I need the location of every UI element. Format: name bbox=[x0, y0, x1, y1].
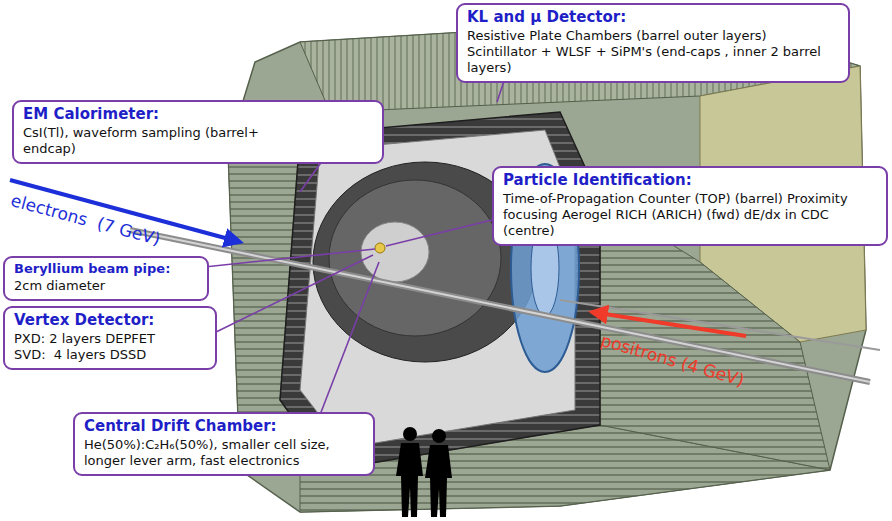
callout-heading: EM Calorimeter: bbox=[23, 105, 373, 125]
person-silhouette bbox=[403, 427, 417, 441]
callout-heading: Vertex Detector: bbox=[14, 311, 206, 331]
leader-line bbox=[386, 218, 500, 246]
callout-body: SVD: 4 layers DSSD bbox=[14, 347, 206, 363]
beam-label: electrons (7 GeV) bbox=[9, 190, 163, 250]
person-silhouette bbox=[396, 427, 452, 517]
callout-body: He(50%):C₂H₆(50%), smaller cell size, lo… bbox=[84, 437, 364, 470]
callout-heading: Beryllium beam pipe: bbox=[14, 261, 198, 278]
leader-line bbox=[318, 262, 379, 420]
leader-line bbox=[210, 255, 373, 335]
callout-body: Time-of-Propagation Counter (TOP) (barre… bbox=[503, 191, 877, 240]
callout-heading: Particle Identification: bbox=[503, 171, 877, 191]
leader-line bbox=[195, 249, 375, 268]
callout-box: Central Drift Chamber:He(50%):C₂H₆(50%),… bbox=[73, 412, 375, 476]
callout-body: CsI(Tl), waveform sampling (barrel+ endc… bbox=[23, 125, 263, 158]
beam-pipe bbox=[130, 230, 870, 382]
callout-body: Resistive Plate Chambers (barrel outer l… bbox=[467, 28, 827, 77]
beam-label: positrons (4 GeV) bbox=[598, 330, 746, 390]
callout-heading: KL and μ Detector: bbox=[467, 8, 839, 28]
callout-box: Particle Identification:Time-of-Propagat… bbox=[492, 166, 888, 246]
person-silhouette bbox=[432, 429, 446, 443]
callout-body: PXD: 2 layers DEPFET bbox=[14, 331, 206, 347]
drift-chamber bbox=[329, 180, 501, 336]
drift-chamber bbox=[361, 222, 429, 282]
beam-pipe bbox=[130, 230, 870, 382]
callout-box: Vertex Detector:PXD: 2 layers DEPFETSVD:… bbox=[3, 306, 217, 370]
callout-box: Beryllium beam pipe:2cm diameter bbox=[3, 256, 209, 301]
beam-pipe bbox=[375, 243, 385, 253]
callout-box: EM Calorimeter:CsI(Tl), waveform samplin… bbox=[12, 100, 384, 164]
callout-heading: Central Drift Chamber: bbox=[84, 417, 364, 437]
person-silhouette bbox=[396, 443, 423, 517]
callout-body: 2cm diameter bbox=[14, 278, 198, 294]
beam-pipe bbox=[130, 230, 880, 382]
person-silhouette bbox=[425, 445, 452, 517]
callout-box: KL and μ Detector:Resistive Plate Chambe… bbox=[456, 3, 850, 83]
